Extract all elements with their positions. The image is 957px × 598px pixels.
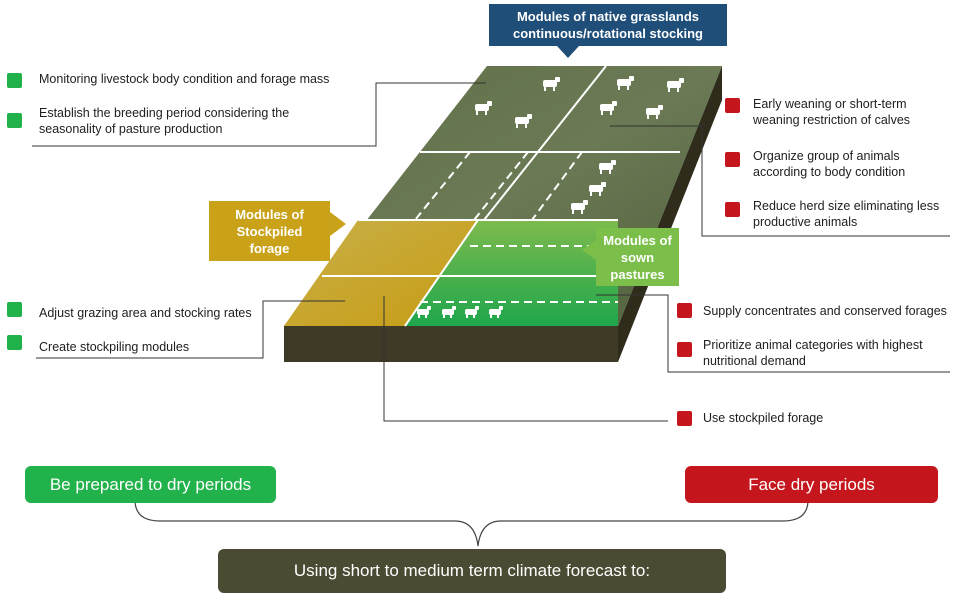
cattle-icon bbox=[600, 101, 617, 115]
face-dry-periods-text: Face dry periods bbox=[748, 474, 875, 494]
climate-forecast-text: Using short to medium term climate forec… bbox=[293, 561, 651, 580]
native-grasslands-title-text: Modules of native grasslands continuous/… bbox=[513, 9, 703, 41]
cattle-icon bbox=[465, 306, 479, 318]
cattle-icon bbox=[442, 306, 456, 318]
stockpiled-forage-title: Modules of Stockpiled forage bbox=[209, 201, 330, 261]
be-prepared-text: Be prepared to dry periods bbox=[49, 474, 252, 494]
climate-forecast-pill: Using short to medium term climate forec… bbox=[218, 549, 726, 593]
red-bullet bbox=[677, 411, 692, 426]
native-grasslands-title: Modules of native grasslands continuous/… bbox=[489, 4, 727, 46]
green-bullet bbox=[7, 302, 22, 317]
red-bullet bbox=[725, 152, 740, 167]
cattle-icon bbox=[589, 182, 606, 196]
face-dry-periods-pill: Face dry periods bbox=[685, 466, 938, 503]
right-action-2: Organize group of animals according to b… bbox=[753, 149, 906, 179]
red-bullet bbox=[725, 202, 740, 217]
field-line bbox=[483, 65, 607, 221]
red-bullet bbox=[725, 98, 740, 113]
cattle-icon bbox=[571, 200, 588, 214]
cattle-icon bbox=[667, 78, 684, 92]
left-action-1: Monitoring livestock body condition and … bbox=[39, 72, 330, 86]
red-bullet bbox=[677, 303, 692, 318]
bottom-brace bbox=[134, 499, 809, 547]
left-action-2: Establish the breeding period considerin… bbox=[39, 106, 290, 136]
connector-line bbox=[383, 296, 668, 422]
cattle-icon bbox=[543, 77, 560, 91]
cattle-icon bbox=[515, 114, 532, 128]
connector-line bbox=[610, 125, 950, 237]
cattle-icon bbox=[489, 306, 503, 318]
right-action-1: Early weaning or short-term weaning rest… bbox=[753, 97, 911, 127]
field-line bbox=[404, 219, 479, 327]
cattle-icon bbox=[646, 105, 663, 119]
field-dashed-line bbox=[531, 151, 583, 221]
sown-title-pointer bbox=[582, 240, 596, 260]
green-bullet bbox=[7, 113, 22, 128]
cattle-icon bbox=[617, 76, 634, 90]
stockpiled-forage-title-text: Modules of Stockpiled forage bbox=[235, 206, 304, 256]
native-title-pointer bbox=[557, 46, 579, 58]
block-right-side bbox=[618, 66, 722, 362]
cattle-icon bbox=[417, 306, 431, 318]
left-action-3: Adjust grazing area and stocking rates bbox=[39, 306, 252, 320]
right-action-6: Use stockpiled forage bbox=[703, 411, 824, 425]
connector-line bbox=[36, 300, 345, 359]
red-bullet bbox=[677, 342, 692, 357]
left-action-4: Create stockpiling modules bbox=[39, 340, 190, 354]
sown-pastures-title: Modules of sown pastures bbox=[596, 228, 679, 286]
stockpiled-surface bbox=[284, 220, 478, 326]
connector-line bbox=[32, 82, 486, 147]
right-action-3: Reduce herd size eliminating less produc… bbox=[753, 199, 940, 229]
field-dashed-line bbox=[473, 151, 529, 221]
stockpiled-title-pointer bbox=[330, 212, 346, 236]
field-dashed-line bbox=[414, 151, 471, 221]
green-bullet bbox=[7, 335, 22, 350]
block-front-side bbox=[284, 326, 618, 362]
right-action-5: Prioritize animal categories with highes… bbox=[703, 338, 923, 368]
right-action-4: Supply concentrates and conserved forage… bbox=[703, 304, 947, 318]
sown-pastures-title-text: Modules of sown pastures bbox=[603, 232, 672, 282]
connector-line bbox=[596, 294, 950, 373]
cattle-icon bbox=[599, 160, 616, 174]
be-prepared-pill: Be prepared to dry periods bbox=[25, 466, 276, 503]
cattle-icon bbox=[475, 101, 492, 115]
green-bullet bbox=[7, 73, 22, 88]
